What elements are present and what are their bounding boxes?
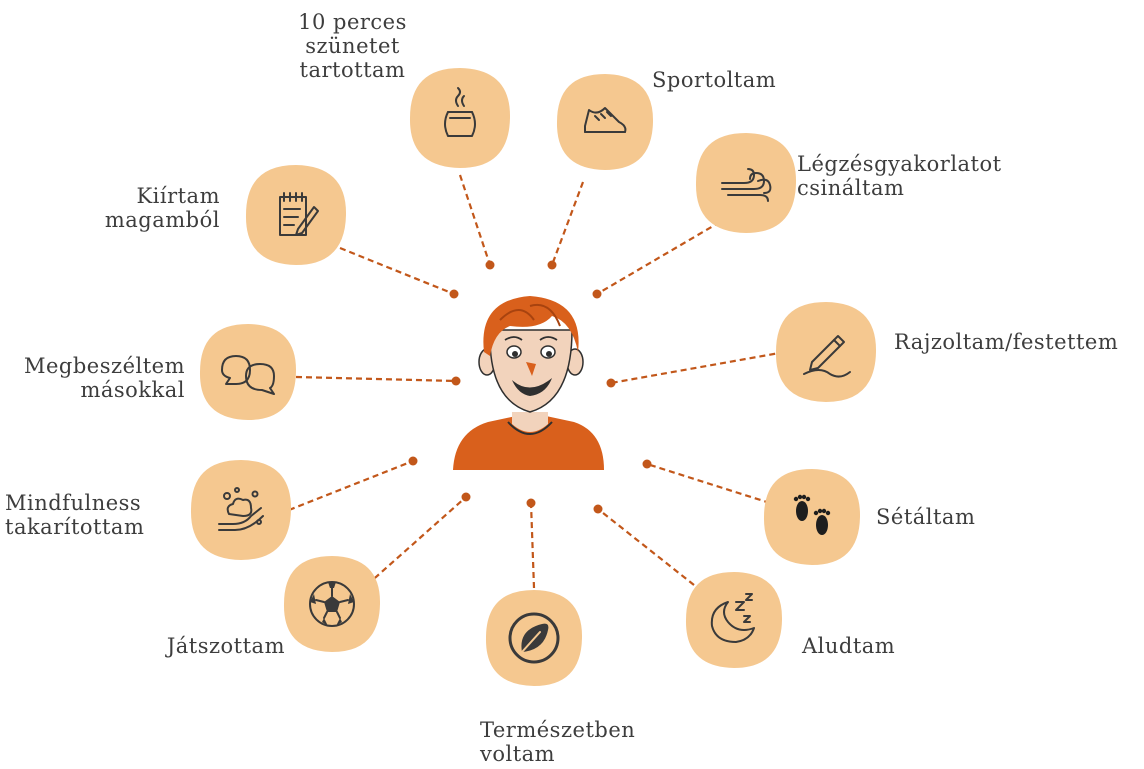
activity-label-walking: Sétáltam bbox=[876, 505, 996, 529]
icon-glyph bbox=[309, 581, 355, 627]
icon-glyph bbox=[803, 335, 851, 378]
activity-icons bbox=[190, 68, 877, 686]
speech-bubbles-icon bbox=[199, 324, 297, 420]
activity-label-line: Természetben bbox=[480, 718, 636, 742]
activity-label-line: Játszottam bbox=[166, 634, 285, 658]
activity-label-line: Sportoltam bbox=[652, 68, 777, 92]
leaf-icon bbox=[485, 590, 583, 686]
icon-glyph bbox=[279, 192, 319, 236]
activity-label-line: takarítottam bbox=[5, 515, 145, 539]
activity-label-line: Légzésgyakorlatot bbox=[797, 152, 1002, 176]
connector-dot bbox=[461, 492, 471, 502]
icon-blob bbox=[190, 460, 292, 560]
connector-line bbox=[550, 181, 585, 266]
icon-glyph bbox=[793, 494, 831, 535]
pencil-icon bbox=[775, 302, 877, 402]
connector-line bbox=[597, 508, 695, 586]
washing-hands-icon bbox=[190, 460, 292, 560]
activity-label-playing: Játszottam bbox=[135, 634, 285, 658]
connector-line bbox=[529, 502, 536, 589]
connector-line bbox=[646, 462, 771, 505]
connector-dot bbox=[485, 260, 495, 270]
connector-dot bbox=[408, 456, 418, 466]
activity-label-line: Sétáltam bbox=[876, 505, 976, 529]
connector-line bbox=[596, 221, 721, 295]
sneaker-icon bbox=[556, 74, 654, 170]
icon-glyph bbox=[444, 87, 476, 137]
moon-zzz-icon bbox=[685, 572, 783, 668]
icon-blob bbox=[556, 74, 654, 170]
footprints-icon bbox=[763, 469, 861, 565]
activity-label-drawing: Rajzoltam/festettem bbox=[894, 330, 1140, 354]
icon-blob bbox=[775, 302, 877, 402]
connector-dot bbox=[606, 378, 616, 388]
icon-glyph bbox=[710, 593, 755, 643]
icon-glyph bbox=[218, 487, 264, 531]
activity-label-line: Rajzoltam/festettem bbox=[894, 330, 1119, 354]
icon-blob bbox=[685, 572, 783, 668]
icon-glyph bbox=[221, 355, 275, 395]
activity-label-line: szünetet bbox=[305, 34, 400, 58]
activity-label-line: Mindfulness bbox=[5, 491, 142, 515]
connector-line bbox=[339, 246, 455, 296]
icon-glyph bbox=[584, 107, 627, 133]
icon-blob bbox=[245, 165, 347, 265]
activity-label-line: magamból bbox=[104, 208, 220, 232]
activity-label-line: Megbeszéltem bbox=[23, 354, 185, 378]
soccer-ball-icon bbox=[283, 556, 381, 652]
wind-icon bbox=[695, 133, 797, 233]
notepad-icon bbox=[245, 165, 347, 265]
connector-line bbox=[458, 174, 492, 266]
activity-label-sport: Sportoltam bbox=[652, 68, 802, 92]
icon-glyph bbox=[508, 612, 560, 664]
tea-cup-icon bbox=[409, 68, 511, 168]
activity-label-sleeping: Aludtam bbox=[802, 634, 922, 658]
connector-line bbox=[288, 459, 414, 512]
connector-dot bbox=[526, 498, 536, 508]
connector-dot bbox=[451, 376, 461, 386]
connector-dot bbox=[593, 504, 603, 514]
smiling-person-icon bbox=[453, 296, 604, 470]
connector-line bbox=[610, 350, 786, 385]
activity-label-line: voltam bbox=[480, 742, 556, 766]
icon-blob bbox=[199, 324, 297, 420]
connector-line bbox=[366, 496, 467, 586]
activity-label-line: csináltam bbox=[797, 176, 905, 200]
connector-lines bbox=[288, 174, 786, 589]
connector-line bbox=[295, 375, 457, 383]
connector-dot bbox=[449, 289, 459, 299]
activity-label-line: Kiírtam bbox=[136, 184, 220, 208]
connector-dot bbox=[547, 260, 557, 270]
icon-glyph bbox=[721, 168, 772, 202]
activity-label-line: Aludtam bbox=[802, 634, 896, 658]
connector-dot bbox=[642, 459, 652, 469]
activity-label-line: másokkal bbox=[80, 378, 185, 402]
activity-label-line: tartottam bbox=[299, 58, 406, 82]
icon-blob bbox=[763, 469, 861, 565]
activity-label-line: 10 perces bbox=[298, 10, 407, 34]
connector-dot bbox=[592, 289, 602, 299]
